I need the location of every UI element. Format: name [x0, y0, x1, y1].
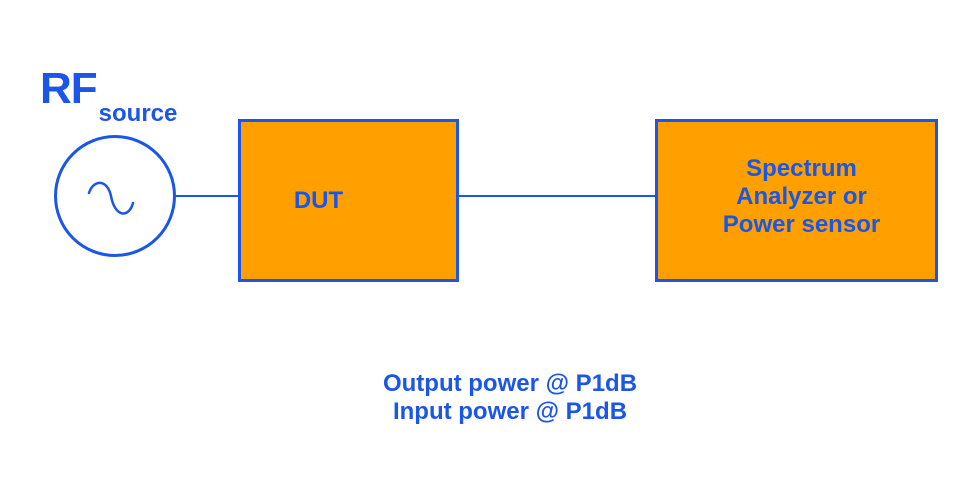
note-input-power: Input power @ P1dB: [392, 398, 628, 425]
analyzer-label-line: Power sensor: [722, 210, 881, 238]
analyzer-label: Spectrum Analyzer or Power sensor: [723, 155, 880, 239]
measurement-notes: Output power @ P1dB Input power @ P1dB: [300, 370, 720, 426]
rf-source-label-subscript: source: [98, 100, 178, 127]
rf-source-label-main: RF: [40, 64, 98, 113]
wire-source-to-dut: [176, 195, 238, 197]
rf-source-symbol: [54, 135, 176, 257]
dut-block: DUT: [238, 119, 459, 282]
analyzer-label-line: Analyzer or: [736, 182, 867, 210]
wire-dut-to-analyzer: [459, 195, 655, 197]
sine-wave-icon: [87, 181, 135, 215]
note-output-power: Output power @ P1dB: [382, 370, 638, 397]
dut-label: DUT: [293, 186, 344, 214]
rf-source-label: RFsource: [40, 64, 177, 127]
analyzer-block: Spectrum Analyzer or Power sensor: [655, 119, 938, 282]
analyzer-label-line: Spectrum: [746, 154, 857, 182]
